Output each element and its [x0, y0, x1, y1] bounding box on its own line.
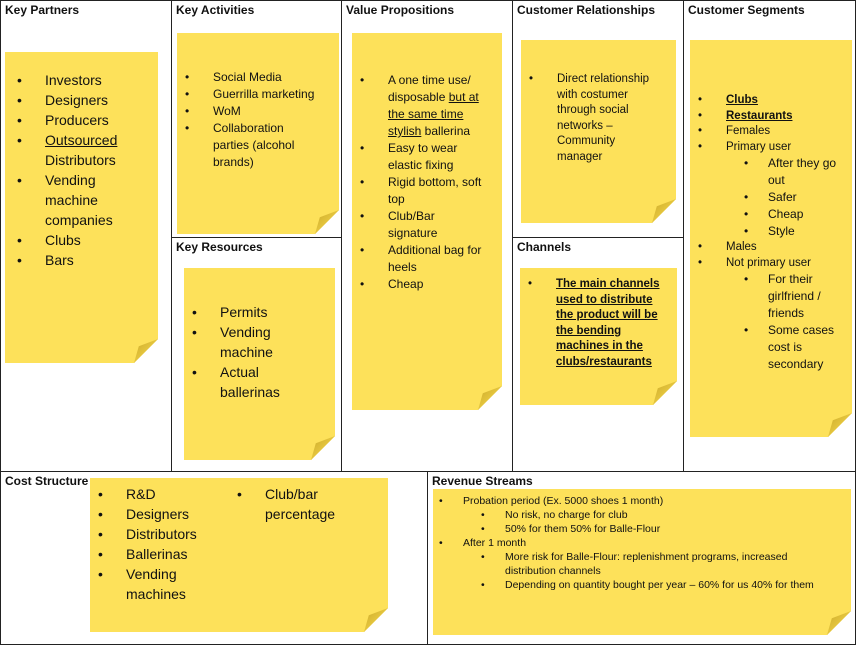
key-partners-list: •Investors •Designers •Producers •Outsou…: [17, 70, 117, 270]
list-item: •Ballerinas: [98, 546, 188, 562]
list-item: •Producers: [17, 112, 109, 128]
list-item: •Designers: [98, 506, 190, 522]
revenue-streams-list: •Probation period (Ex. 5000 shoes 1 mont…: [439, 494, 814, 592]
list-item: •Clubs: [17, 232, 81, 248]
list-item: •Distributors: [98, 526, 197, 542]
cost-structure-list-1: •R&D •Designers •Distributors •Ballerina…: [98, 484, 197, 604]
list-item: •Social Media: [185, 70, 282, 84]
customer-segments-title: Customer Segments: [688, 3, 805, 17]
probation-sublist: •No risk, no charge for club •50% for th…: [463, 508, 814, 536]
list-item: •Investors: [17, 72, 102, 88]
key-resources-title: Key Resources: [176, 240, 263, 254]
list-item: •Guerrilla marketing: [185, 87, 315, 101]
list-item: •WoM: [185, 104, 241, 118]
customer-segments-list: •Clubs •Restaurants •Females •Primary us…: [698, 93, 836, 373]
list-item: •More risk for Balle-Flour: replenishmen…: [481, 551, 788, 577]
list-item: •Permits: [192, 304, 268, 320]
list-item: •No risk, no charge for club: [481, 509, 628, 521]
list-item: •Clubs: [698, 94, 758, 106]
key-activities-title: Key Activities: [176, 3, 255, 17]
list-item: •Restaurants: [698, 109, 793, 122]
cost-structure-note: •R&D •Designers •Distributors •Ballerina…: [90, 478, 388, 632]
channels-title: Channels: [517, 240, 572, 254]
list-item: •50% for them 50% for Balle-Flour: [481, 523, 661, 535]
value-propositions-title: Value Propositions: [346, 3, 455, 17]
list-item: •Depending on quantity bought per year –…: [481, 579, 814, 591]
cost-structure-title: Cost Structure: [5, 474, 89, 488]
key-partners-title: Key Partners: [5, 3, 80, 17]
list-item: •Probation period (Ex. 5000 shoes 1 mont…: [439, 494, 814, 536]
after-sublist: •More risk for Balle-Flour: replenishmen…: [463, 550, 814, 592]
revenue-streams-title: Revenue Streams: [432, 474, 533, 488]
customer-segments-note: •Clubs •Restaurants •Females •Primary us…: [690, 40, 852, 437]
list-item: •Cheap: [744, 207, 804, 221]
list-item: •Safer: [744, 190, 797, 204]
key-activities-list: •Social Media •Guerrilla marketing •WoM …: [185, 69, 314, 171]
list-item: •Bars: [17, 252, 74, 268]
revenue-streams-note: •Probation period (Ex. 5000 shoes 1 mont…: [433, 489, 851, 635]
list-item: •Designers: [17, 92, 109, 108]
list-item: •R&D: [98, 486, 156, 502]
list-item: •Females: [698, 125, 771, 137]
list-item: •Style: [744, 224, 795, 238]
list-item: •After 1 month •More risk for Balle-Flou…: [439, 537, 814, 592]
customer-relationships-title: Customer Relationships: [517, 3, 656, 17]
list-item: •Males: [698, 241, 757, 253]
key-partners-note: •Investors •Designers •Producers •Outsou…: [5, 52, 158, 363]
key-activities-note: •Social Media •Guerrilla marketing •WoM …: [177, 33, 339, 234]
list-item: •Cheap: [360, 277, 424, 291]
